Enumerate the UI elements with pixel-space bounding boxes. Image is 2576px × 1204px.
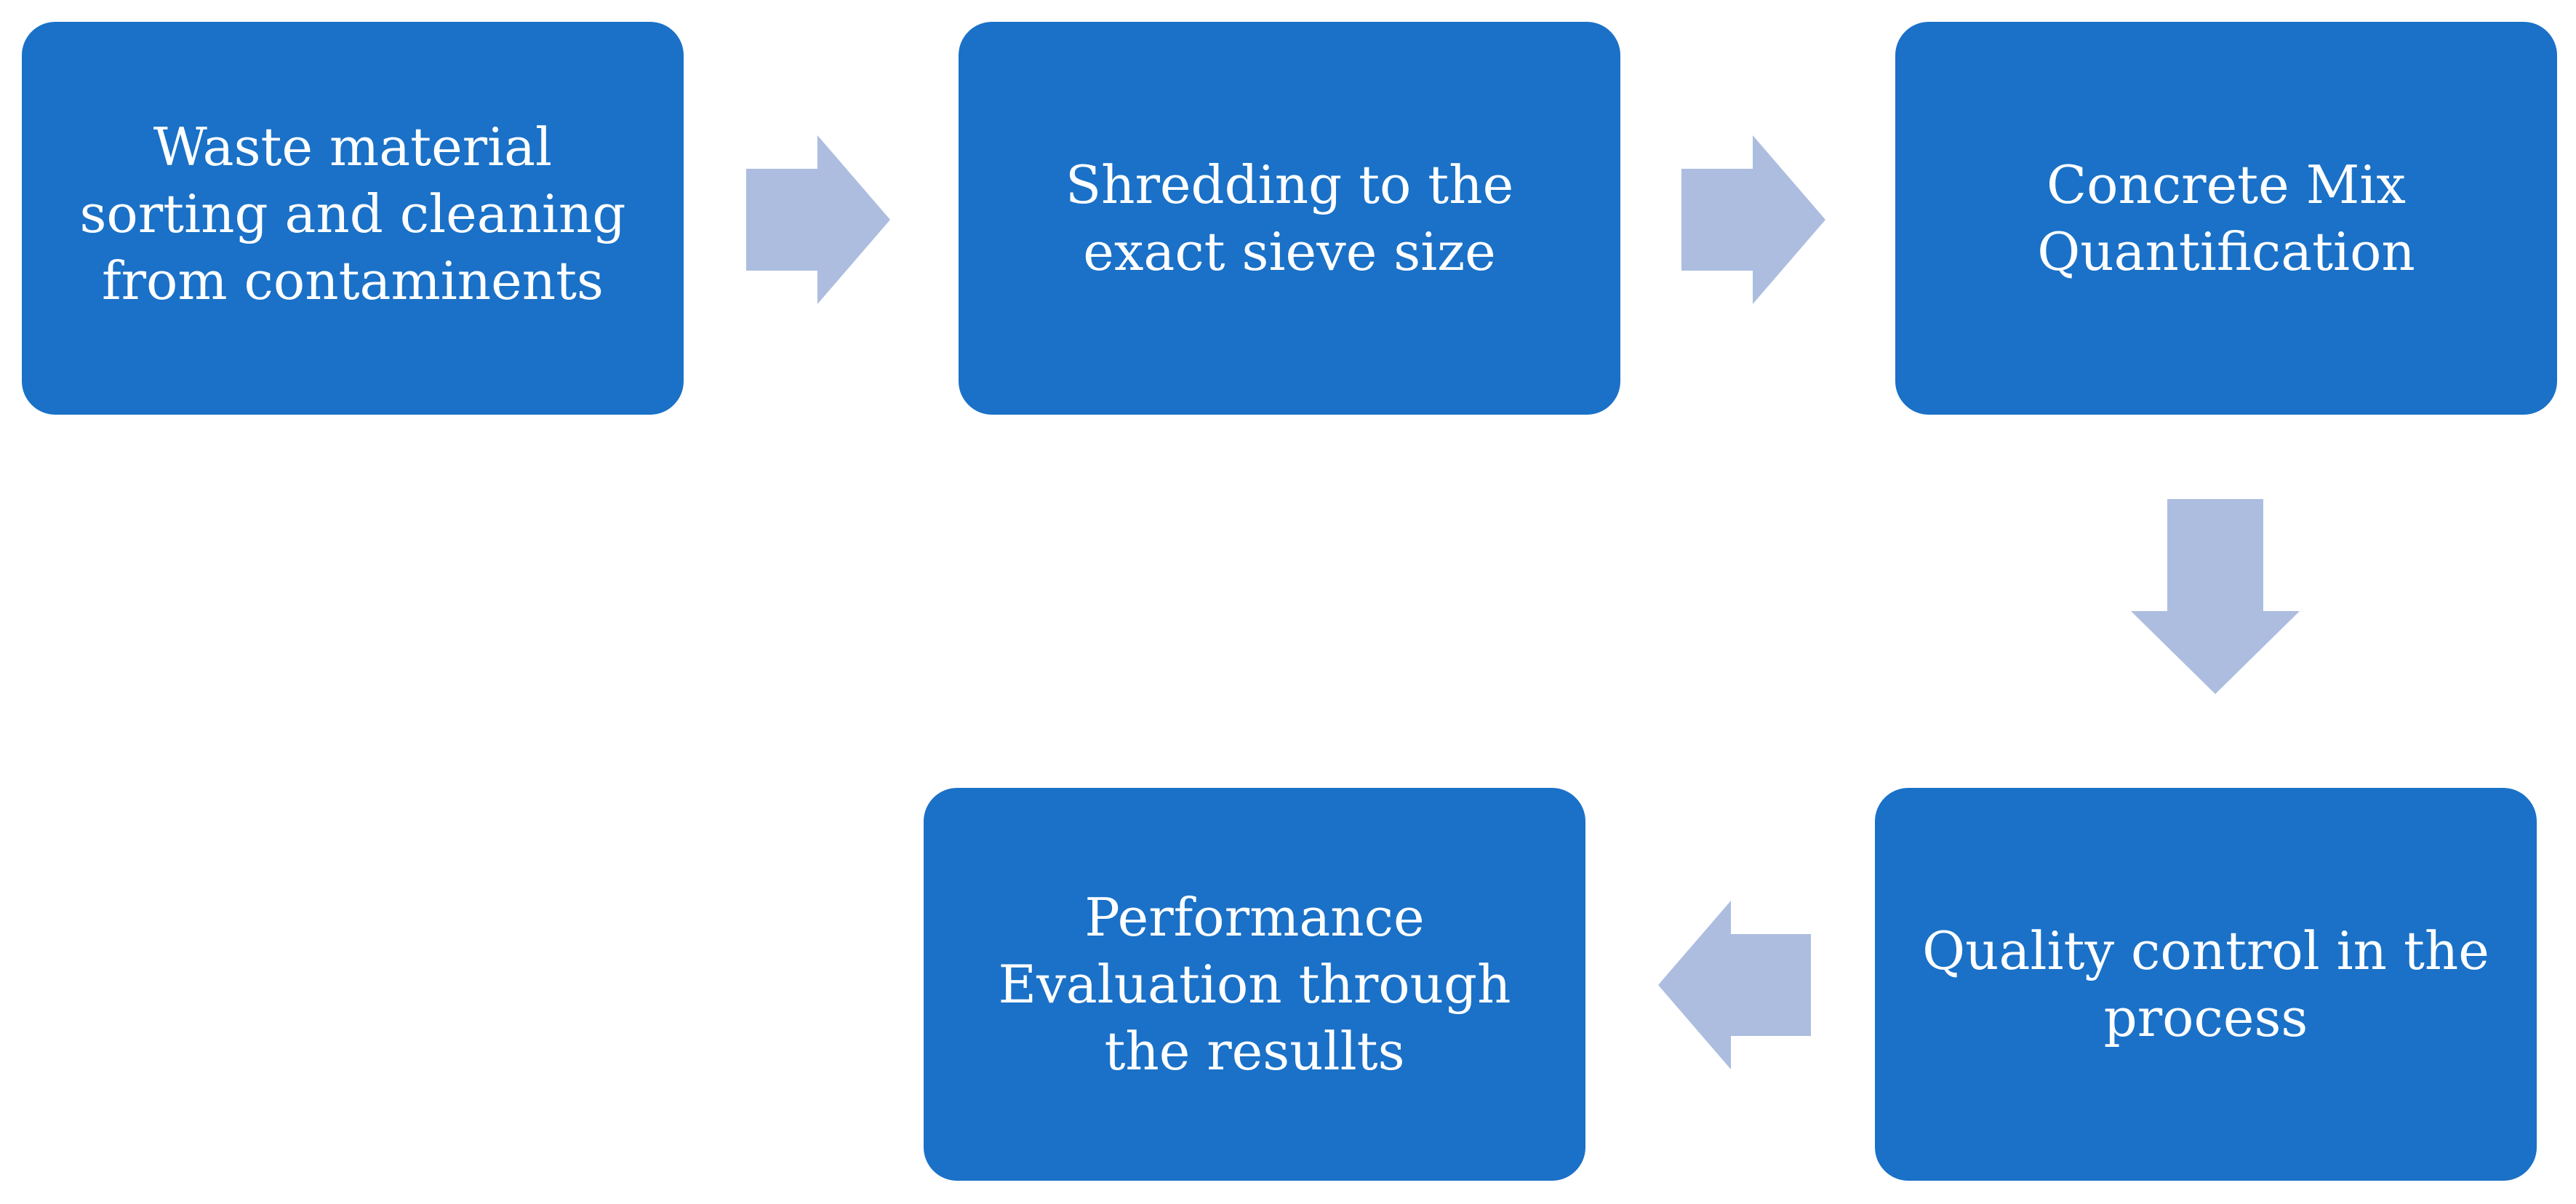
step-label-shredding: Shredding to the exact sieve size [1065,154,1514,282]
arrow-left-icon [1658,901,1811,1069]
step-label-quality-control: Quality control in the process [1922,920,2489,1048]
arrow-right-icon [1681,135,1825,304]
step-box-sorting-cleaning: Waste material sorting and cleaning from… [22,22,684,415]
step-label-sorting-cleaning: Waste material sorting and cleaning from… [79,116,626,311]
step-box-quality-control: Quality control in the process [1875,788,2537,1181]
step-box-shredding: Shredding to the exact sieve size [959,22,1620,415]
step-box-performance-evaluation: Performance Evaluation through the resul… [924,788,1585,1181]
step-label-performance-evaluation: Performance Evaluation through the resul… [998,887,1511,1082]
arrow-down-icon [2131,499,2300,694]
arrow-right-icon [746,135,890,304]
step-box-mix-quantification: Concrete Mix Quantification [1895,22,2557,415]
step-label-mix-quantification: Concrete Mix Quantification [2037,154,2415,282]
